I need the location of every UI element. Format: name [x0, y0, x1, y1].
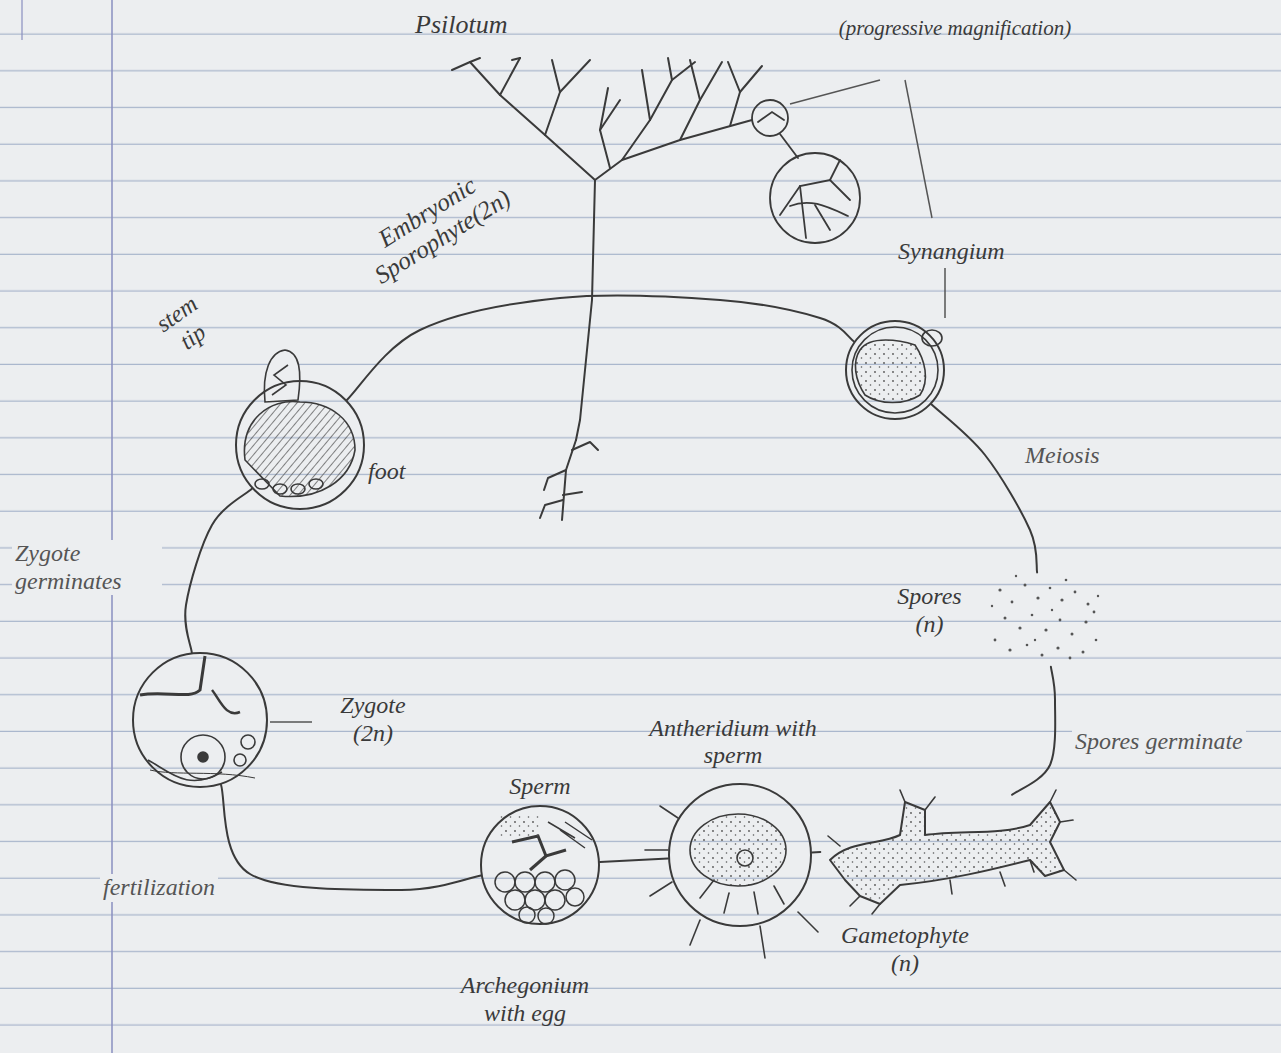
- archegonium-circle: SpermArchegonium with egg: [480, 805, 600, 925]
- structure-label-box: Sperm: [480, 773, 600, 801]
- spore-dots: [991, 575, 1099, 660]
- leader-line: [270, 80, 945, 722]
- magnification-circles: [752, 100, 860, 243]
- note-label: (progressive magnification): [835, 16, 1075, 40]
- cycle-connector: [185, 489, 252, 653]
- cycle-connector: [221, 785, 481, 890]
- cycle-connector: [812, 851, 820, 853]
- circle-outline: [669, 784, 811, 926]
- stage-label: Zygote (2n): [318, 692, 428, 747]
- cycle-connector: [347, 296, 854, 400]
- structure-label-box: Synangium: [898, 238, 1068, 266]
- node-outline: [235, 380, 365, 510]
- node-outline: [668, 783, 812, 927]
- node-outline: [820, 785, 1070, 910]
- plant-name-box: Psilotum: [415, 10, 565, 40]
- spore-cluster: Spores (n): [985, 572, 1105, 667]
- structure-label-box: Antheridium with sperm: [648, 715, 818, 770]
- edge-label-box: fertilization: [100, 874, 250, 902]
- edge-label: Zygote germinates: [12, 540, 162, 595]
- plant-name: Psilotum: [415, 10, 565, 40]
- node-outline: [480, 805, 600, 925]
- node-outline: [132, 652, 268, 788]
- structure-label: Archegonium with egg: [450, 972, 600, 1027]
- stage-label-box: Zygote (2n): [318, 692, 428, 747]
- margin-line: [21, 0, 22, 40]
- edge-label-box: Spores germinate: [1072, 728, 1262, 756]
- archegonium-detail: [495, 815, 592, 924]
- node-outline: [845, 320, 945, 420]
- synangium-circle: Synangium: [845, 320, 945, 420]
- structure-label: Antheridium with sperm: [648, 715, 818, 770]
- cycle-connector: [931, 404, 1037, 572]
- edge-label-box: Meiosis: [1022, 442, 1132, 470]
- circle-outline: [133, 653, 267, 787]
- note-label-box: (progressive magnification): [835, 16, 1075, 40]
- synangium-detail: [852, 327, 942, 413]
- embryo-detail: [244, 350, 355, 497]
- circle-outline: [481, 806, 599, 924]
- gametophyte-outline: [830, 802, 1064, 904]
- antheridium-circle: Antheridium with sperm: [668, 783, 812, 927]
- edge-label: fertilization: [100, 874, 218, 902]
- stage-label-box: Spores (n): [882, 583, 977, 638]
- edge-label-box: Zygote germinates: [12, 540, 162, 595]
- zygote-circle: Zygote (2n): [132, 652, 268, 788]
- psilotum-plant: [452, 58, 762, 520]
- gametophyte-body: [830, 802, 1064, 904]
- stage-label: Gametophyte (n): [830, 922, 980, 977]
- structure-label-box: Archegonium with egg: [450, 972, 600, 1027]
- part-label-box: foot: [368, 458, 428, 486]
- cycle-connector: [600, 859, 668, 862]
- antheridium-detail: [645, 806, 818, 958]
- gametophyte-shape: Gametophyte (n): [820, 785, 1070, 910]
- structure-label: Sperm: [480, 773, 600, 801]
- stage-label-box: Gametophyte (n): [830, 922, 980, 977]
- embryo-circle: stem tipfoot: [235, 380, 365, 510]
- circle-outline: [846, 321, 944, 419]
- structure-label: Synangium: [898, 238, 1068, 266]
- stage-label: Spores (n): [882, 583, 977, 638]
- edge-label: Meiosis: [1022, 442, 1103, 470]
- part-label: foot: [368, 458, 428, 486]
- zygote-detail: [140, 656, 255, 780]
- gametophyte-hairs: [828, 790, 1076, 914]
- circle-outline: [236, 381, 364, 509]
- edge-label: Spores germinate: [1072, 728, 1246, 756]
- cycle-connector: [1012, 667, 1055, 795]
